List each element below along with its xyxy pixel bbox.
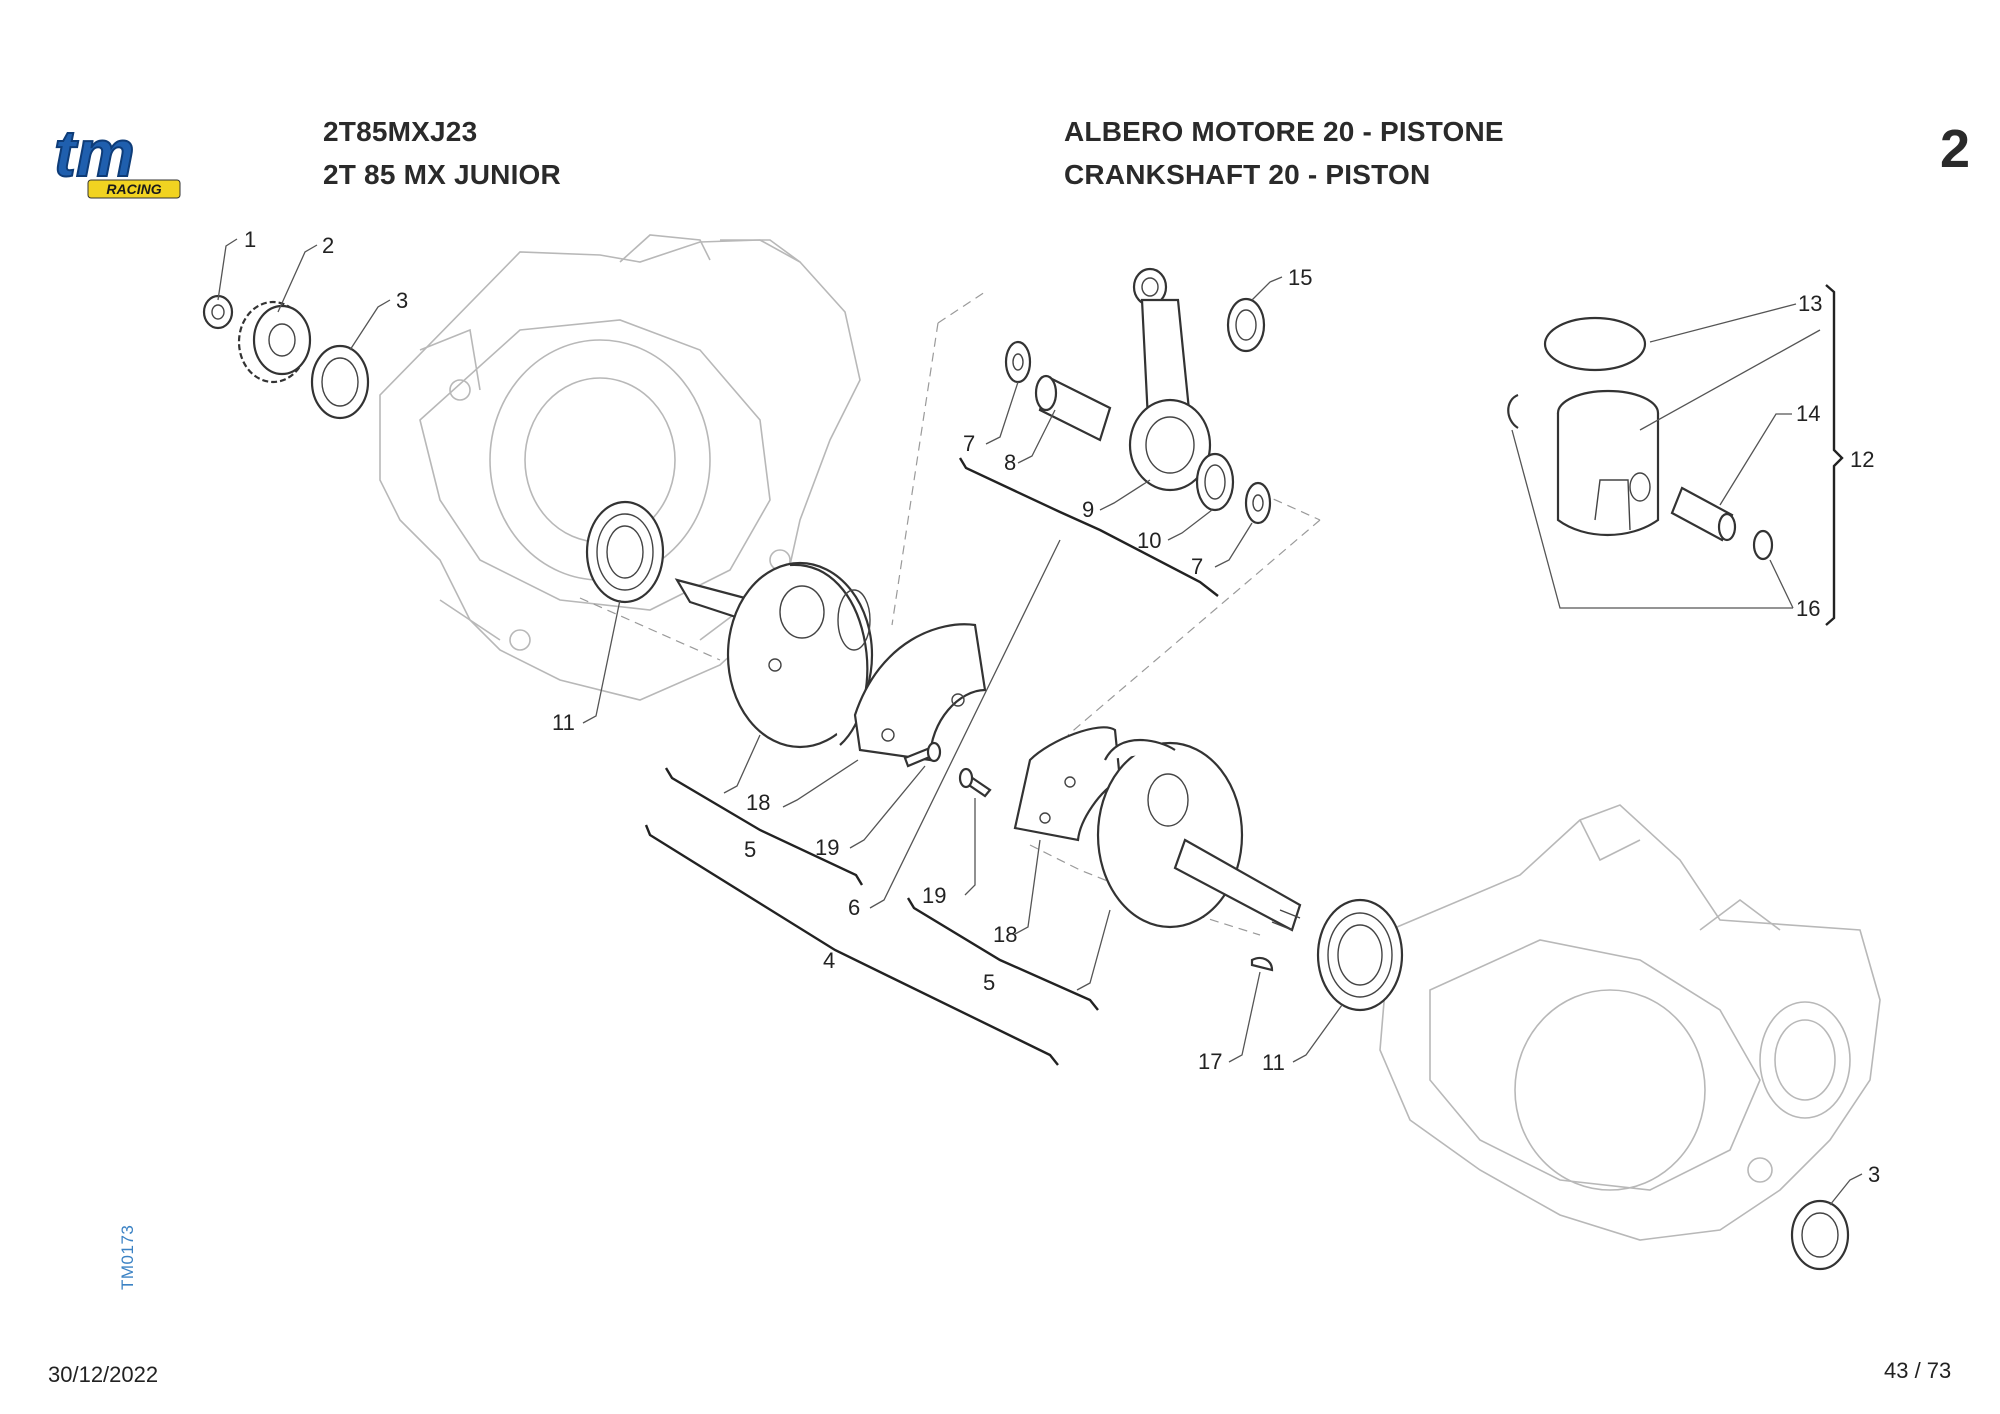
right-crankcase-drawing — [1379, 804, 1881, 1241]
section-number: 2 — [1940, 119, 1971, 179]
part-13-piston-ring — [1543, 316, 1647, 372]
part-12-piston — [1556, 389, 1660, 536]
callout-18: 18 — [993, 922, 1017, 947]
group-bracket-12 — [1825, 284, 1844, 626]
part-11-main-bearing-right — [1316, 898, 1404, 1012]
part-10-big-end-bearing — [1195, 452, 1235, 512]
callout-14: 14 — [1796, 401, 1820, 426]
group-bracket-5-right — [906, 897, 1099, 1011]
callout-12: 12 — [1850, 447, 1874, 472]
callout-11: 11 — [1262, 1050, 1285, 1075]
callout-19: 19 — [922, 883, 946, 908]
callout-13: 13 — [1798, 291, 1822, 316]
part-8-crank-pin — [1034, 374, 1112, 442]
part-18-counterweight-left — [853, 623, 987, 762]
part-3-oil-seal — [310, 344, 370, 420]
callout-15: 15 — [1288, 265, 1312, 290]
callout-8: 8 — [1004, 450, 1016, 475]
print-date: 30/12/2022 — [48, 1362, 159, 1387]
group-bracket-5-left — [664, 767, 864, 886]
model-name: 2T 85 MX JUNIOR — [323, 159, 561, 190]
callout-3: 3 — [1868, 1162, 1880, 1187]
tm-racing-logo: tm RACING — [53, 130, 181, 199]
callout-5: 5 — [983, 970, 995, 995]
part-3-oil-seal-right — [1790, 1199, 1850, 1271]
page-title-english: CRANKSHAFT 20 - PISTON — [1064, 159, 1431, 190]
part-15-small-end-bearing — [1226, 297, 1266, 353]
part-17-woodruff-key — [1250, 956, 1274, 972]
page-title-italian: ALBERO MOTORE 20 - PISTONE — [1064, 116, 1504, 147]
part-1-nut — [202, 294, 234, 330]
callout-labels: 1 2 3 11 18 5 19 6 4 19 18 5 17 11 3 7 8… — [244, 227, 1880, 1187]
part-16-circlip-right — [1752, 529, 1774, 561]
part-9-connecting-rod — [1128, 267, 1212, 492]
callout-19: 19 — [815, 835, 839, 860]
part-14-piston-pin — [1670, 486, 1737, 542]
svg-text:RACING: RACING — [106, 181, 161, 197]
callout-11: 11 — [552, 710, 575, 735]
callout-3: 3 — [396, 288, 408, 313]
part-5-crank-half-right — [1096, 738, 1302, 932]
part-11-main-bearing-left — [585, 500, 665, 604]
callout-18: 18 — [746, 790, 770, 815]
part-2-primary-gear — [237, 300, 312, 384]
leader-lines — [217, 238, 1863, 1206]
page-number: 43 / 73 — [1884, 1358, 1952, 1383]
part-19-screw-right — [958, 767, 992, 798]
callout-6: 6 — [848, 895, 860, 920]
svg-text:tm: tm — [54, 130, 135, 190]
part-16-circlip-left — [1507, 393, 1519, 429]
model-code: 2T85MXJ23 — [323, 116, 478, 147]
callout-2: 2 — [322, 233, 334, 258]
part-7-washer-right — [1244, 481, 1272, 525]
callout-10: 10 — [1137, 528, 1161, 553]
part-19-screw-left — [903, 741, 942, 768]
callout-4: 4 — [823, 948, 835, 973]
group-bracket-4 — [644, 824, 1059, 1066]
part-7-washer-left — [1004, 340, 1032, 384]
callout-1: 1 — [244, 227, 256, 252]
group-bracket-conrod — [958, 457, 1219, 597]
callout-16: 16 — [1796, 596, 1820, 621]
callout-7: 7 — [1191, 554, 1203, 579]
drawing-code: TM0173 — [118, 1224, 137, 1290]
callout-7: 7 — [963, 431, 975, 456]
callout-5: 5 — [744, 837, 756, 862]
callout-9: 9 — [1082, 497, 1094, 522]
part-5-crank-half-left — [674, 561, 874, 749]
callout-17: 17 — [1198, 1049, 1222, 1074]
